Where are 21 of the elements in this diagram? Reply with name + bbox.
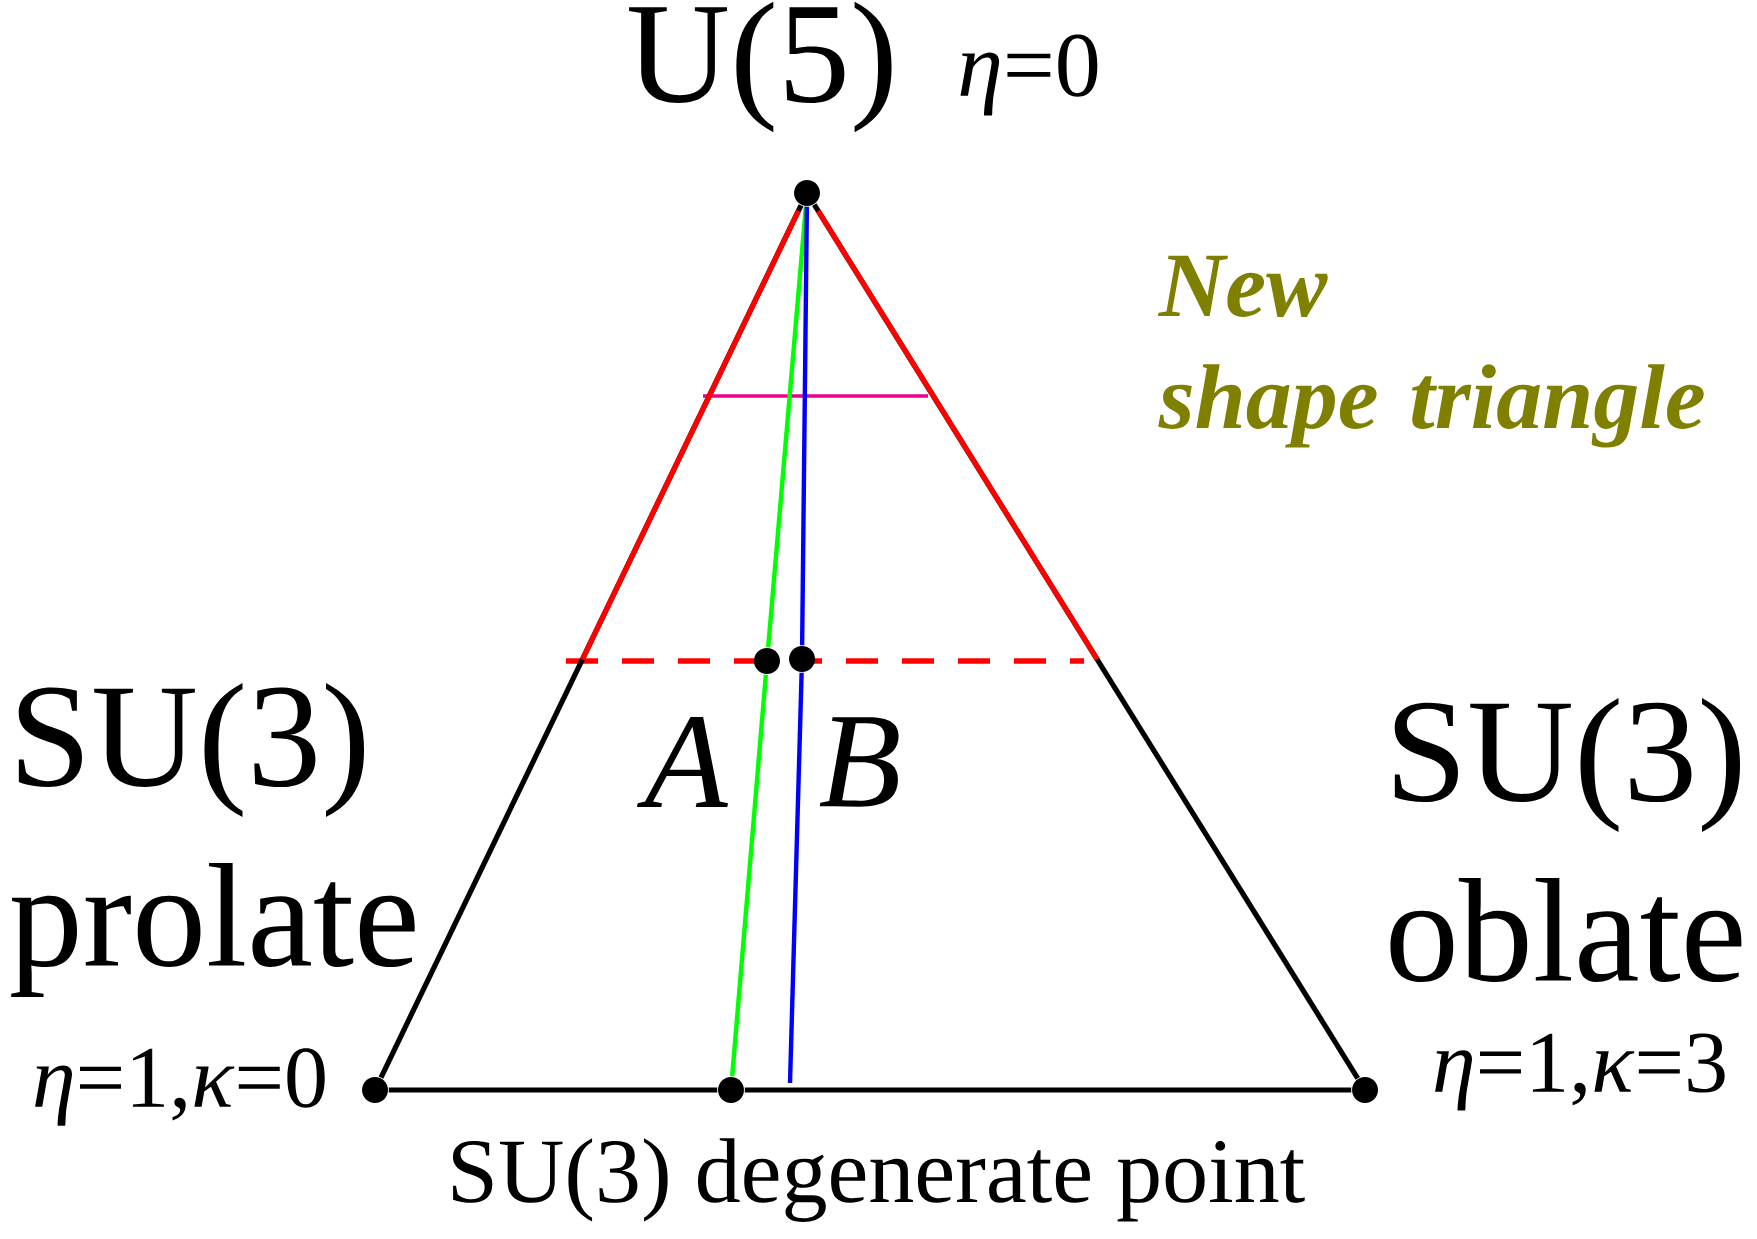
vertex-label: SU(3) oblate <box>1390 697 1742 983</box>
title-annotation: New shape triangle <box>1157 255 1704 448</box>
point-label: SU(3) degenerate point <box>452 1138 1305 1222</box>
vertex-label: SU(3) prolate <box>11 682 415 998</box>
line <box>799 206 810 646</box>
line <box>787 672 804 1084</box>
parameter-label: η=0 <box>960 34 1098 116</box>
point-dot <box>1352 1077 1378 1103</box>
vertex-label: U(5) <box>629 1 892 133</box>
point-dot <box>362 1077 388 1103</box>
line <box>729 674 769 1077</box>
line <box>744 1087 1352 1093</box>
parameter-label: η=1,κ=0 <box>35 1048 325 1126</box>
point-dot <box>794 180 820 206</box>
point-dot <box>789 646 815 672</box>
point-dot <box>718 1077 744 1103</box>
parameter-label: η=1,κ=3 <box>1435 1033 1725 1111</box>
line <box>388 1087 718 1093</box>
region-label: A <box>637 717 729 807</box>
region-label: B <box>819 717 899 807</box>
point-dot <box>754 648 780 674</box>
